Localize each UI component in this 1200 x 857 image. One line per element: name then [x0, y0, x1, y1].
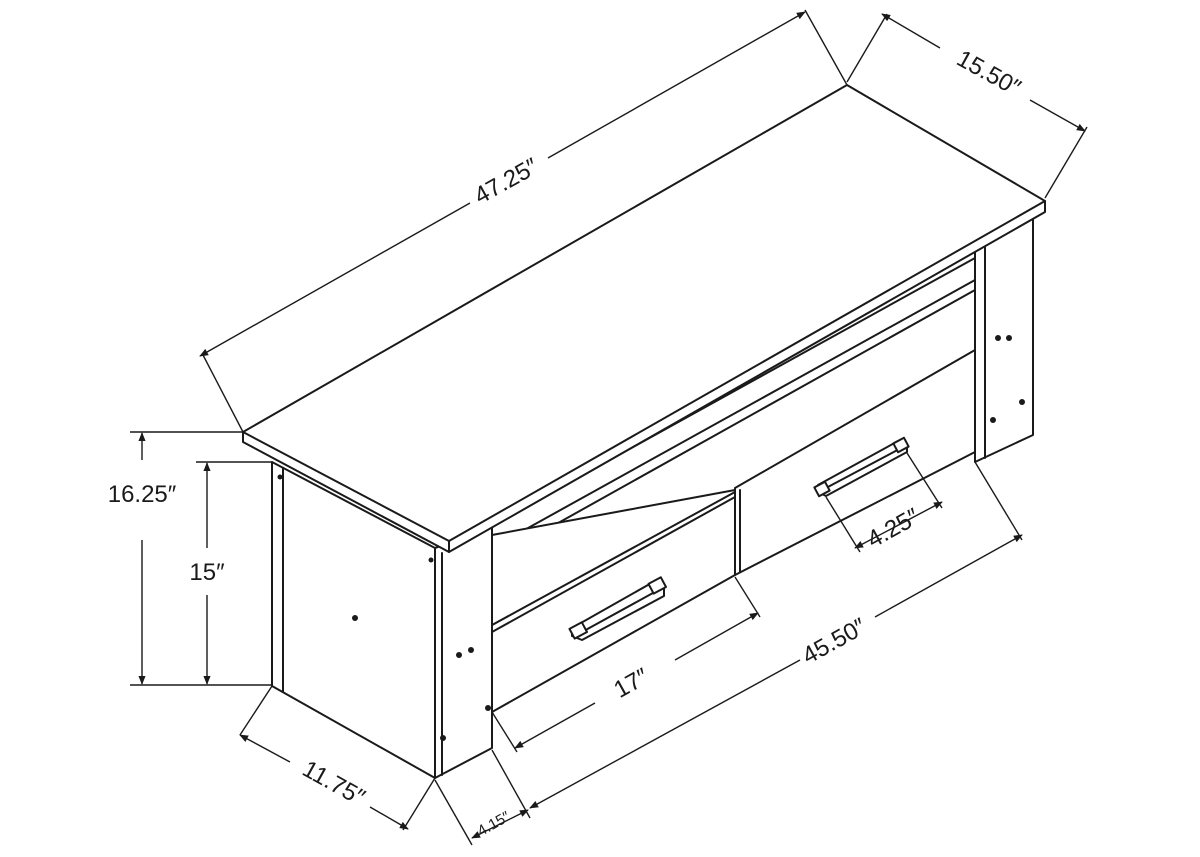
label-base-depth: 11.75″	[298, 755, 370, 811]
front-leg	[428, 526, 493, 779]
top-surface	[242, 84, 1046, 553]
dim-inner-height: 15″	[189, 461, 272, 685]
tv-stand-drawing	[242, 84, 1046, 779]
label-total-height: 16.25″	[108, 481, 177, 508]
right-side-panel	[974, 215, 1034, 463]
label-inner-width: 45.50″	[798, 613, 871, 670]
dim-total-height: 16.25″	[108, 431, 272, 686]
left-drawer-handle	[568, 576, 667, 641]
label-top-depth: 15.50″	[952, 45, 1025, 102]
right-drawer	[734, 349, 976, 576]
label-handle-width: 4.25″	[863, 503, 925, 554]
label-leg-width: 4.15″	[475, 808, 514, 840]
label-drawer-width: 17″	[609, 663, 653, 704]
label-total-width: 47.25″	[470, 153, 543, 210]
right-drawer-handle	[813, 436, 910, 498]
label-inner-height: 15″	[189, 559, 225, 586]
